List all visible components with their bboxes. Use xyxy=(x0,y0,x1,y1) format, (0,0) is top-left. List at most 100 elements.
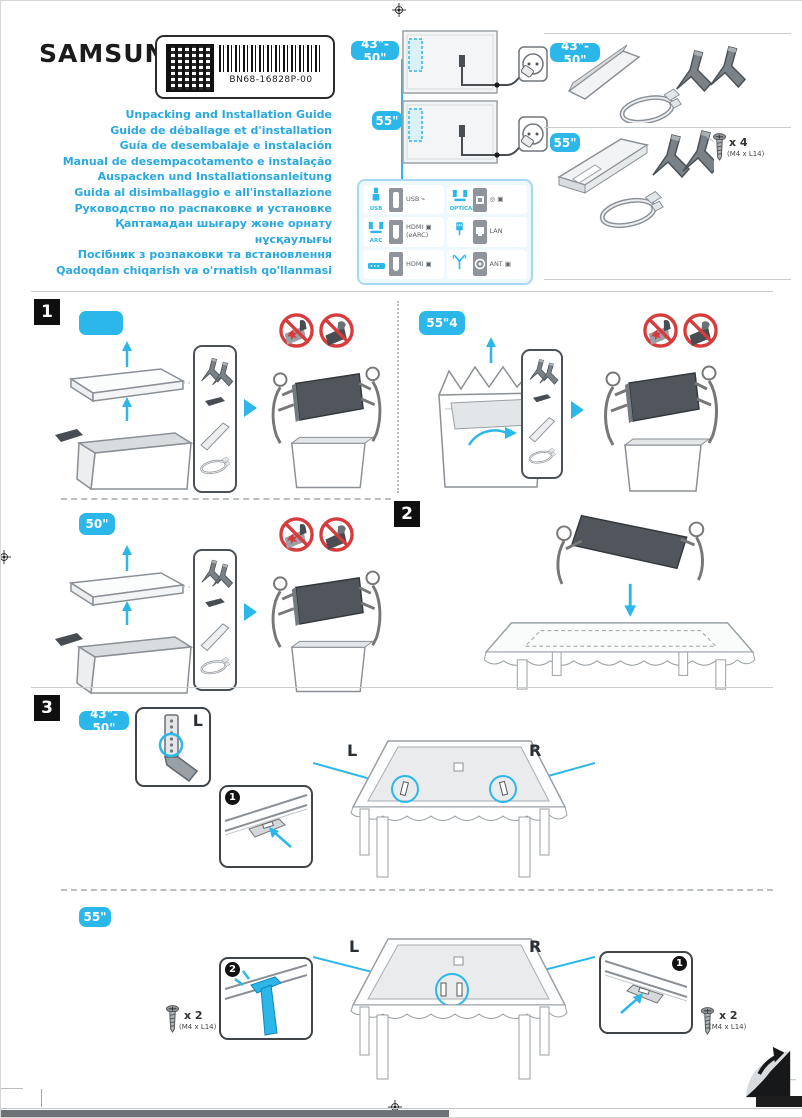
accessories-43-50-illustration xyxy=(568,44,746,123)
multilingual-titles: Unpacking and Installation Guide Guide d… xyxy=(41,107,332,279)
screw-qty-x2-right: x 2 xyxy=(719,1009,738,1022)
table-right-marker-2: R xyxy=(529,937,542,956)
left-marker: L xyxy=(192,711,203,730)
unbox-43-illustration xyxy=(49,339,199,494)
step-2-number: 2 xyxy=(394,501,420,527)
substep-1-badge: 1 xyxy=(672,956,687,971)
scan-edge-mark xyxy=(756,1096,802,1107)
no-grab-screen-icon-3 xyxy=(319,517,354,552)
barcode xyxy=(219,45,323,72)
screw-icon-x4 xyxy=(713,133,726,161)
arc-device-icon: ARC xyxy=(366,219,386,244)
step3-row-divider xyxy=(61,889,773,891)
place-tv-on-table-illustration xyxy=(431,506,771,691)
hdmi-port-label: HDMI ▣ xyxy=(406,259,432,268)
lan-cable-icon xyxy=(450,221,470,242)
next-arrow-2 xyxy=(571,401,584,419)
title-es: Guía de desembalaje e instalación xyxy=(119,139,332,153)
size-label-55-tv: 55" xyxy=(372,111,402,130)
optical-port-icon xyxy=(472,187,487,212)
antenna-icon xyxy=(450,254,470,274)
table-attach-55-illustration xyxy=(313,899,595,1087)
table-right-marker-1: R xyxy=(529,741,542,760)
title-de: Auspacken und Installationsanleitung xyxy=(97,170,332,184)
substep-panel-l1b: 2 xyxy=(219,957,313,1040)
title-kk: Қаптамадан шығару және орнату нұсқаулығы xyxy=(115,217,332,246)
screw-qty-x4: x 4 xyxy=(729,136,748,149)
screw-spec-x2-right: (M4 x L14) xyxy=(709,1023,747,1031)
panel-divider-horizontal xyxy=(61,498,391,500)
size-label-step1-55: 55"4 xyxy=(419,311,465,335)
substep-panel-r1a: 1 xyxy=(599,951,693,1034)
stand-parts-inset-2 xyxy=(521,349,563,479)
title-pt: Manual de desempacotamento e instalação xyxy=(62,154,332,168)
no-grab-screen-icon-1 xyxy=(319,313,354,348)
lift-tv-illustration-3 xyxy=(261,557,391,695)
accessories-divider-top xyxy=(544,33,791,34)
unbox-50-illustration xyxy=(49,543,199,698)
title-fr: Guide de déballage et d'installation xyxy=(110,123,332,137)
soundbar-device-icon xyxy=(366,255,386,274)
step-3-number: 3 xyxy=(34,695,60,721)
no-press-screen-icon-2 xyxy=(643,313,678,348)
accessories-divider-bottom xyxy=(544,279,791,280)
callout-line xyxy=(401,59,403,181)
antenna-port-icon xyxy=(472,252,487,277)
size-label-step1-blank xyxy=(79,311,123,335)
crop-tick-horizontal xyxy=(1,1088,23,1089)
no-grab-screen-icon-2 xyxy=(683,313,718,348)
connector-panel: USB USB ⌁ OPTICAL ◎ ▣ ARC HDMI ▣(eARC) xyxy=(357,179,533,285)
substep-2-badge: 2 xyxy=(225,962,240,977)
hdmi-earc-port-icon xyxy=(389,219,403,244)
table-left-marker-1: L xyxy=(347,741,358,760)
port-cell-antenna: ANT ▣ xyxy=(446,249,527,279)
substep-panel-l1a: 1 xyxy=(219,785,313,868)
qr-code xyxy=(166,44,214,92)
title-ru: Руководство по распаковке и установке xyxy=(74,201,332,215)
port-cell-optical: OPTICAL ◎ ▣ xyxy=(446,185,527,215)
stand-parts-illustration xyxy=(195,551,235,689)
size-label-step3-43-50: 43"- 50" xyxy=(79,707,129,735)
screw-icon-x2-left xyxy=(166,1005,179,1033)
title-uz: Qadoqdan chiqarish va o'rnatish qo'llanm… xyxy=(56,263,332,277)
stand-detail-left-1: L xyxy=(135,707,211,787)
next-arrow-1 xyxy=(244,399,257,417)
stand-parts-inset-3 xyxy=(193,549,237,691)
hdmi-port-icon xyxy=(389,252,403,277)
section-divider-1 xyxy=(31,291,773,292)
size-label-43-50-tv: 43"- 50" xyxy=(351,37,399,65)
part-number: BN68-16828P-00 xyxy=(229,75,313,85)
title-it: Guida al disimballaggio e all'installazi… xyxy=(74,185,332,199)
bottom-rule xyxy=(1,1108,802,1109)
crop-tick-vertical xyxy=(41,1089,42,1107)
size-label-step3-55: 55" xyxy=(79,907,111,927)
screw-spec-x2-left: (M4 x L14) xyxy=(179,1023,217,1031)
port-cell-lan: LAN xyxy=(446,217,527,247)
screw-spec-x4: (M4 x L14) xyxy=(727,150,765,158)
size-label-step1-50: 50" xyxy=(79,513,115,535)
port-cell-hdmi-earc: ARC HDMI ▣(eARC) xyxy=(363,217,444,247)
usb-device-icon: USB xyxy=(366,187,386,212)
accessories-55-illustration xyxy=(558,130,714,249)
stand-parts-inset-1 xyxy=(193,345,237,493)
lan-port-icon xyxy=(472,219,487,244)
lift-tv-illustration-1 xyxy=(261,353,391,491)
registration-mark-top xyxy=(392,3,406,17)
product-label: BN68-16828P-00 xyxy=(155,35,335,99)
registration-mark-left xyxy=(0,550,11,564)
tv-back-55-diagram xyxy=(347,97,551,173)
title-en: Unpacking and Installation Guide xyxy=(125,108,333,121)
table-attach-43-50-illustration xyxy=(313,701,595,883)
substep-1-badge: 1 xyxy=(225,790,240,805)
port-cell-usb: USB USB ⌁ xyxy=(363,185,444,215)
table-left-marker-2: L xyxy=(349,937,360,956)
no-press-screen-icon-3 xyxy=(279,517,314,552)
panel-divider-vertical xyxy=(397,301,399,493)
title-uk: Посібник з розпаковки та встановлення xyxy=(77,248,332,262)
section-divider-2 xyxy=(31,687,773,688)
hdmi-earc-port-label: HDMI ▣(eARC) xyxy=(406,223,432,239)
bottom-scan-strip xyxy=(1,1110,449,1117)
optical-device-icon: OPTICAL xyxy=(450,187,476,212)
lan-port-label: LAN xyxy=(489,227,503,236)
size-label-55-accessories: 55" xyxy=(550,133,580,152)
